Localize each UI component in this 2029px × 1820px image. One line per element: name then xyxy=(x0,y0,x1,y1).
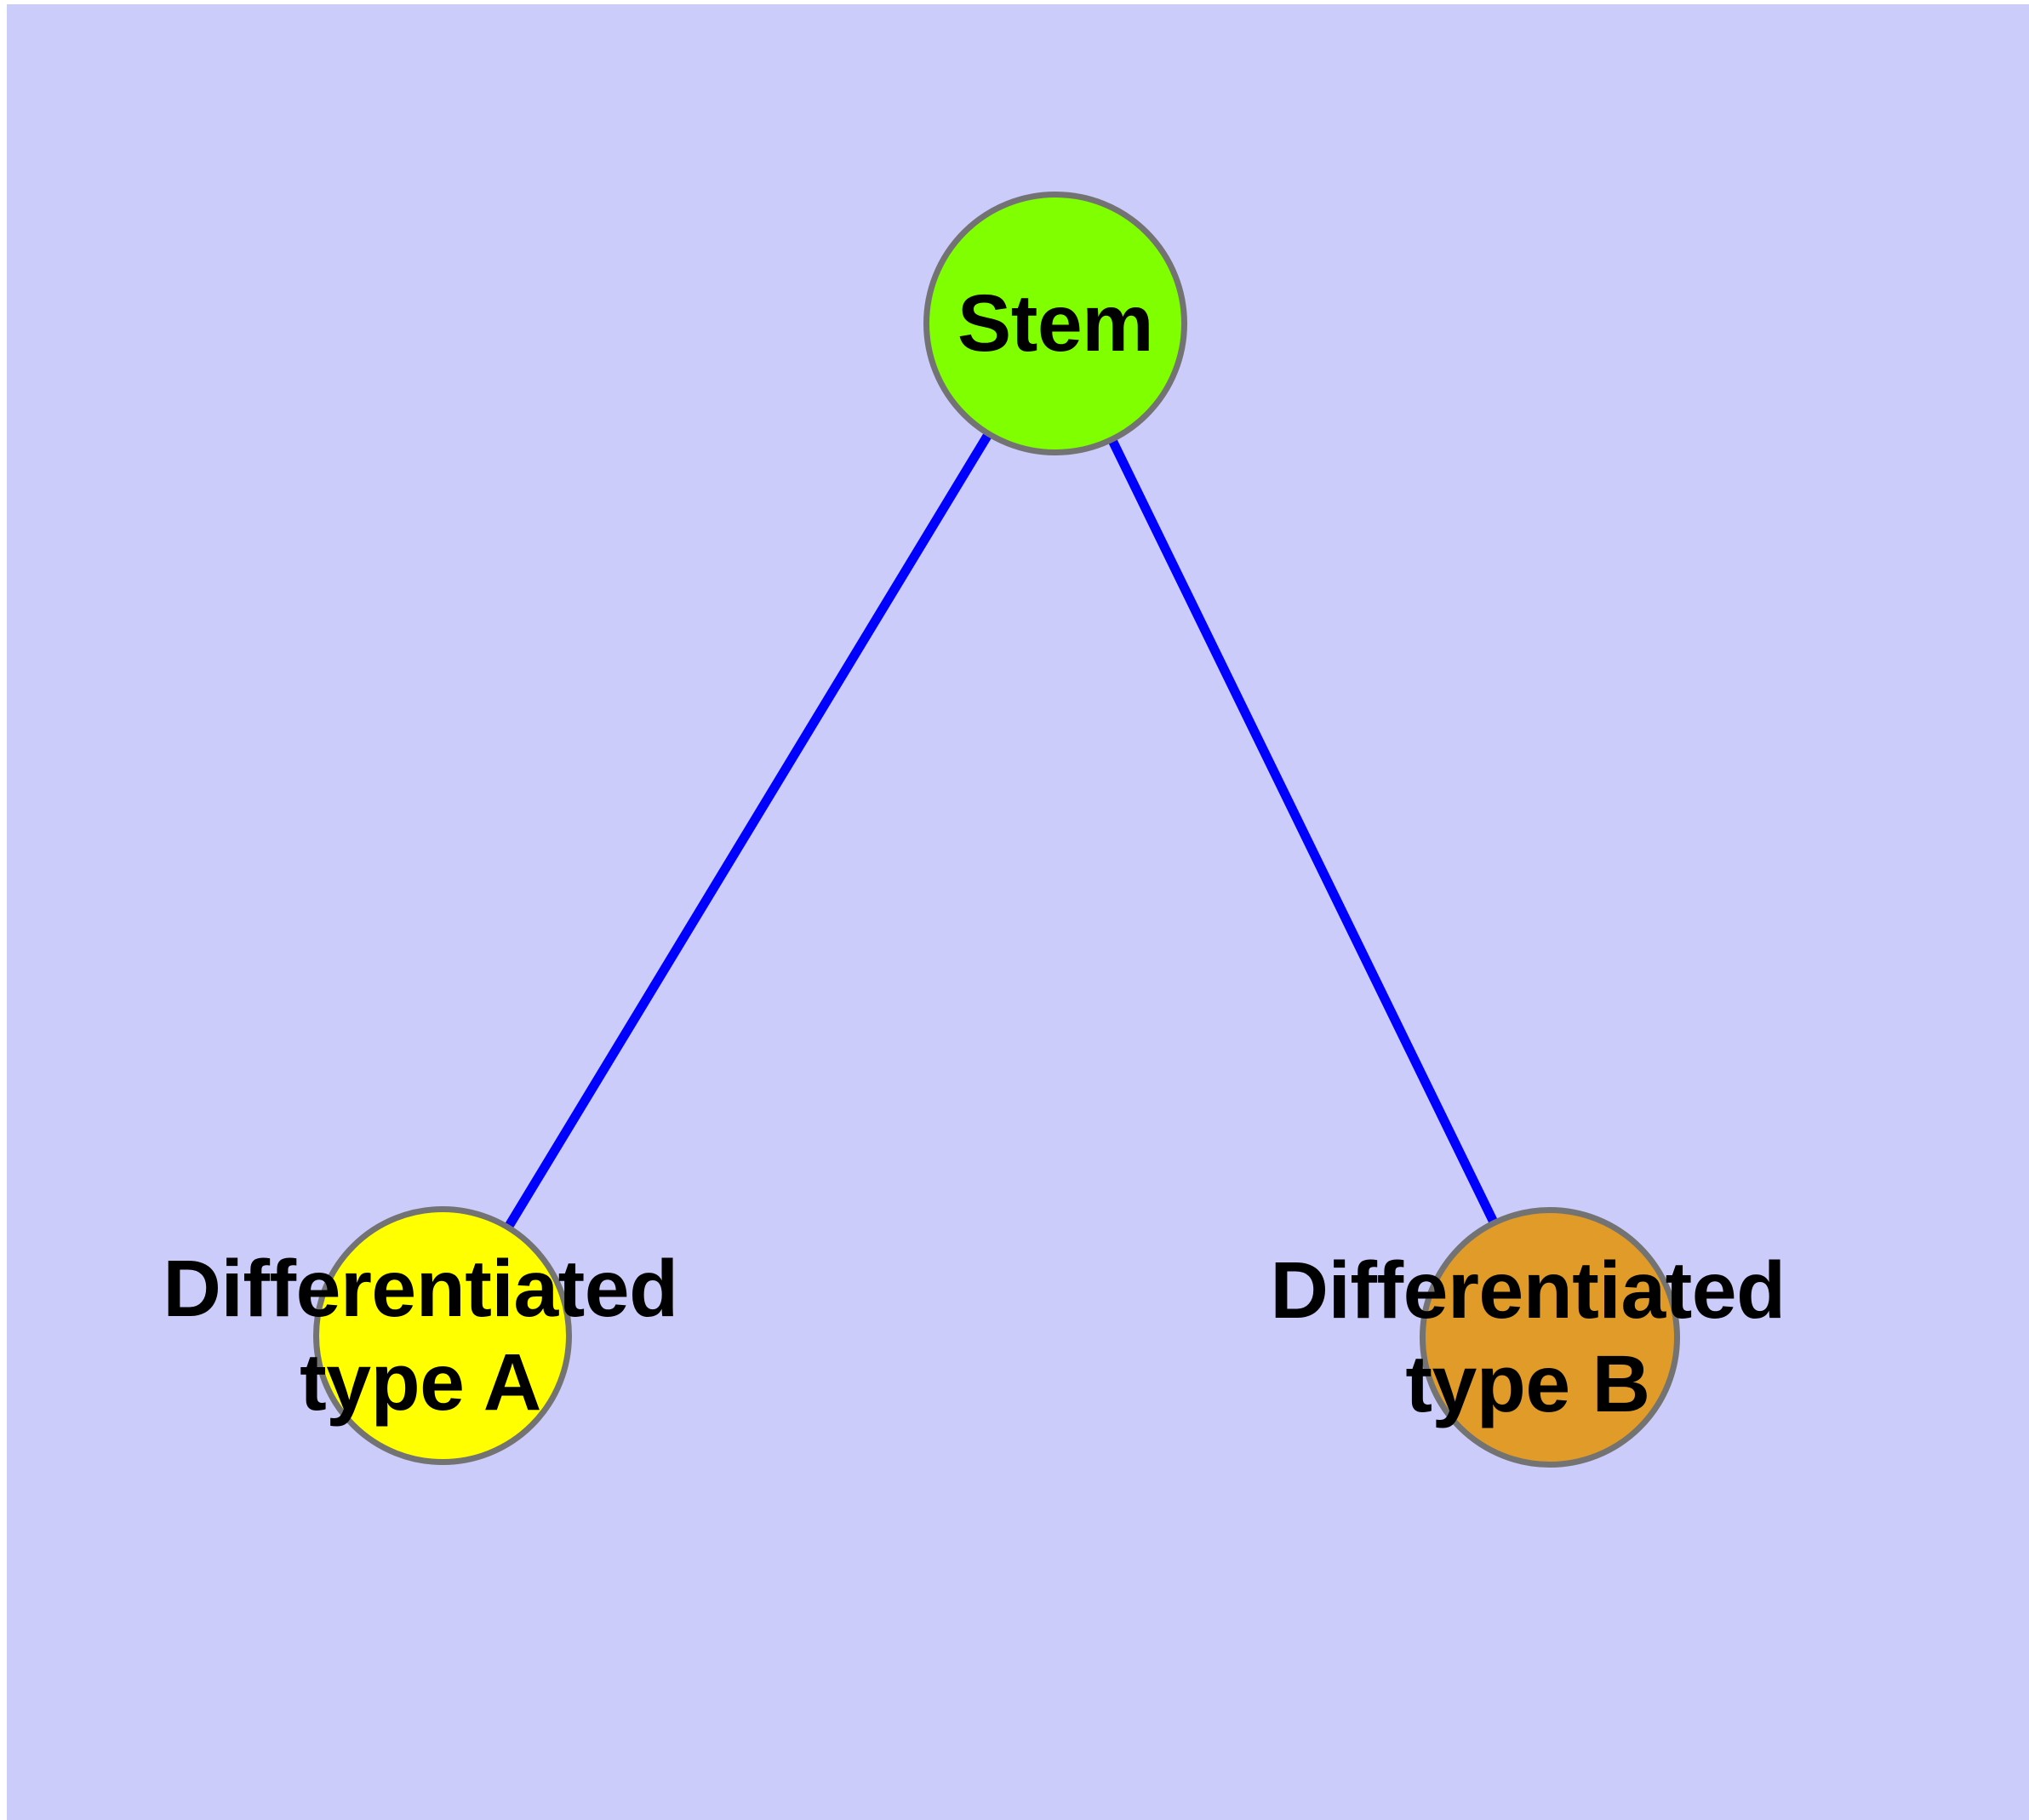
node-differentiated-type-b[interactable] xyxy=(1420,1207,1680,1468)
node-layer xyxy=(313,192,1680,1468)
node-differentiated-type-a[interactable] xyxy=(313,1206,572,1465)
edge-stem-to-differentiated-type-b[interactable] xyxy=(1051,321,1554,1340)
edge-layer xyxy=(438,321,1554,1340)
node-stem[interactable] xyxy=(923,192,1187,455)
edge-stem-to-differentiated-type-a[interactable] xyxy=(438,321,1060,1338)
